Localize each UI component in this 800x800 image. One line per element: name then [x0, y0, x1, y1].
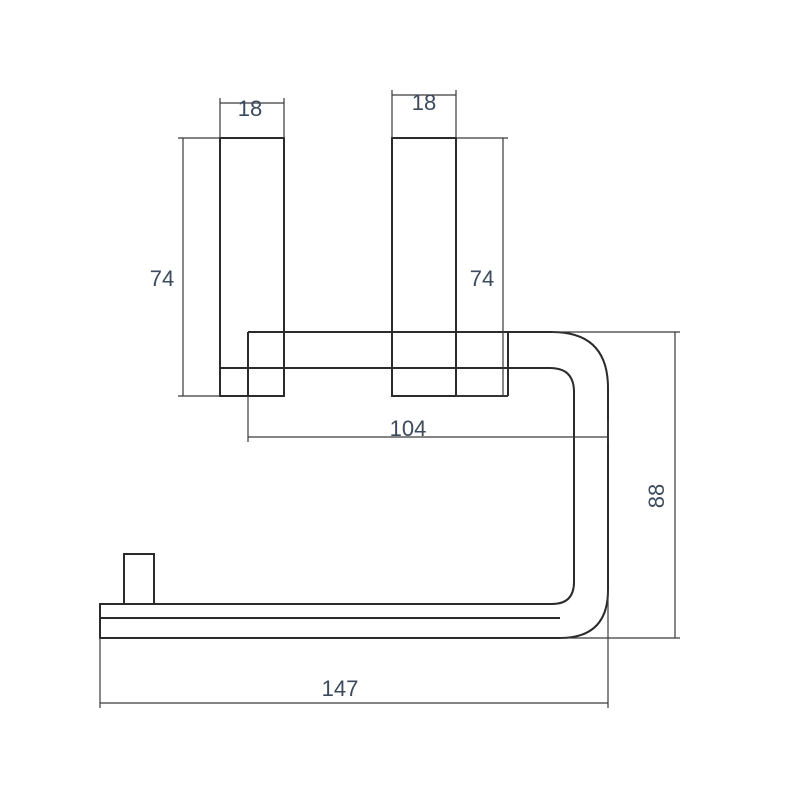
right-post-top-view	[391, 137, 457, 397]
dim-overall-length-label: 147	[322, 676, 359, 701]
dim-right-post-height-label: 74	[470, 266, 494, 291]
top-bar-top-view	[247, 331, 509, 397]
dim-right-post-width: 18	[391, 90, 457, 138]
dim-overall-length: 147	[99, 590, 609, 708]
dim-right-post-width-label: 18	[412, 90, 436, 115]
top-bar-outline	[247, 331, 509, 397]
left-post-outline	[219, 137, 285, 397]
arm-contour	[99, 331, 609, 639]
dim-left-post-width: 18	[219, 96, 285, 138]
dim-arm-inner-length-label: 104	[390, 416, 427, 441]
end-stop	[123, 553, 155, 605]
dim-left-post-width-label: 18	[238, 96, 262, 121]
right-post-outline	[391, 137, 457, 397]
dim-left-post-height-label: 74	[150, 266, 174, 291]
dim-overall-height-label: 88	[644, 484, 669, 508]
left-post-top-view	[219, 137, 285, 397]
dim-overall-height: 88	[552, 331, 680, 639]
dim-right-post-height: 74	[456, 137, 508, 397]
dim-arm-inner-length: 104	[247, 396, 609, 442]
arm-side-view	[99, 331, 609, 639]
dim-left-post-height: 74	[150, 137, 220, 397]
